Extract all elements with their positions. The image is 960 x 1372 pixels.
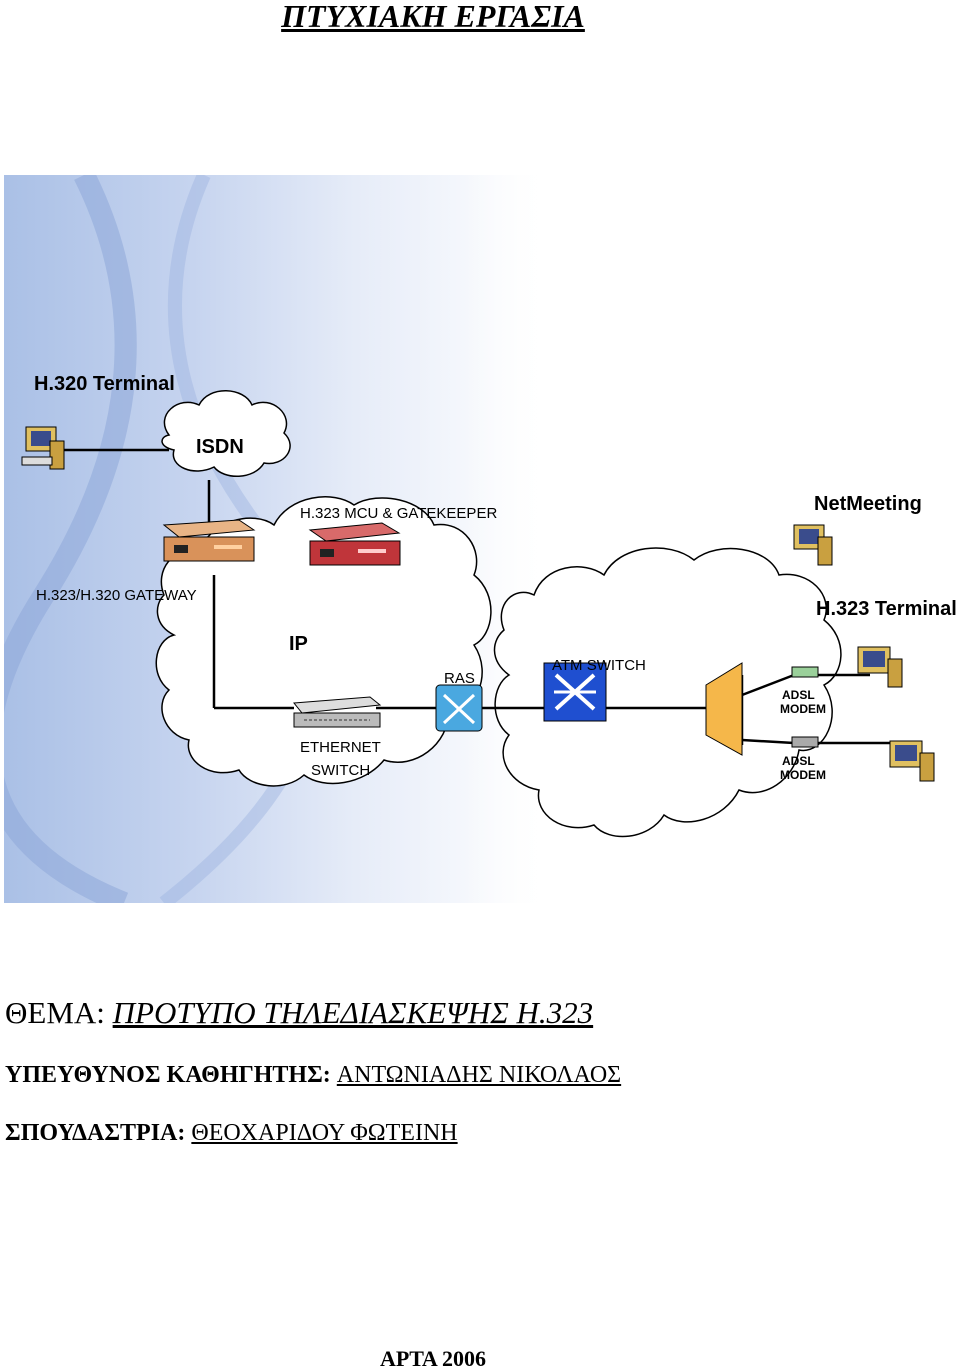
label-mcu-gatekeeper: H.323 MCU & GATEKEEPER [300, 505, 497, 522]
h323-terminal-1-icon [857, 646, 903, 688]
label-switch: SWITCH [311, 762, 370, 779]
adsl-modem-top-icon [791, 666, 819, 678]
gateway-device-icon [162, 519, 256, 562]
footer-place-year: ΑΡΤΑ 2006 [379, 1346, 487, 1371]
h323-terminal-2-icon [889, 740, 935, 782]
label-modem-bottom: MODEM [780, 768, 826, 782]
label-atm-switch: ATM SWITCH [552, 657, 646, 674]
atm-cloud [493, 547, 842, 838]
label-ras: RAS [444, 670, 475, 687]
netmeeting-terminal-icon [793, 524, 833, 566]
ethernet-switch-icon [293, 696, 382, 728]
label-isdn: ISDN [196, 436, 244, 458]
mcu-device-icon [308, 522, 401, 566]
label-h320-terminal: H.320 Terminal [34, 373, 175, 395]
subject-label: ΘΕΜΑ: [5, 995, 113, 1030]
label-modem-top: MODEM [780, 702, 826, 716]
adsl-modem-bottom-icon [791, 736, 819, 748]
student-value: ΘΕΟΧΑΡΙΔΟΥ ΦΩΤΕΙΝΗ [191, 1120, 458, 1146]
network-diagram: H.320 Terminal ISDN H.323 MCU & GATEKEEP… [4, 175, 956, 903]
student-line: ΣΠΟΥΔΑΣΤΡΙΑ: ΘΕΟΧΑΡΙΔΟΥ ΦΩΤΕΙΝΗ [5, 1120, 458, 1147]
label-gateway: H.323/H.320 GATEWAY [36, 587, 197, 604]
ras-icon [435, 684, 483, 732]
label-h323-terminals: H.323 Terminals [816, 598, 956, 620]
label-adsl-bottom: ADSL [782, 754, 815, 768]
student-label: ΣΠΟΥΔΑΣΤΡΙΑ: [5, 1120, 192, 1146]
label-netmeeting: NetMeeting [814, 493, 922, 515]
dslam-icon [705, 662, 743, 756]
atm-switch-icon [543, 662, 607, 722]
professor-label: ΥΠΕΥΘΥΝΟΣ ΚΑΘΗΓΗΤΗΣ: [5, 1062, 337, 1088]
subject-value: ΠΡΟΤΥΠΟ ΤΗΛΕΔΙΑΣΚΕΨΗΣ Η.323 [112, 995, 594, 1030]
label-adsl-top: ADSL [782, 688, 815, 702]
subject-line: ΘΕΜΑ: ΠΡΟΤΥΠΟ ΤΗΛΕΔΙΑΣΚΕΨΗΣ Η.323 [5, 995, 593, 1031]
document-title: ΠΤΥΧΙΑΚΗ ΕΡΓΑΣΙΑ [281, 0, 585, 34]
isdn-cloud [161, 390, 291, 478]
professor-value: ΑΝΤΩΝΙΑΔΗΣ ΝΙΚΟΛΑΟΣ [336, 1062, 622, 1088]
h320-terminal-icon [21, 426, 65, 470]
label-ip: IP [289, 633, 308, 655]
professor-line: ΥΠΕΥΘΥΝΟΣ ΚΑΘΗΓΗΤΗΣ: ΑΝΤΩΝΙΑΔΗΣ ΝΙΚΟΛΑΟΣ [5, 1062, 621, 1089]
label-ethernet: ETHERNET [300, 739, 381, 756]
